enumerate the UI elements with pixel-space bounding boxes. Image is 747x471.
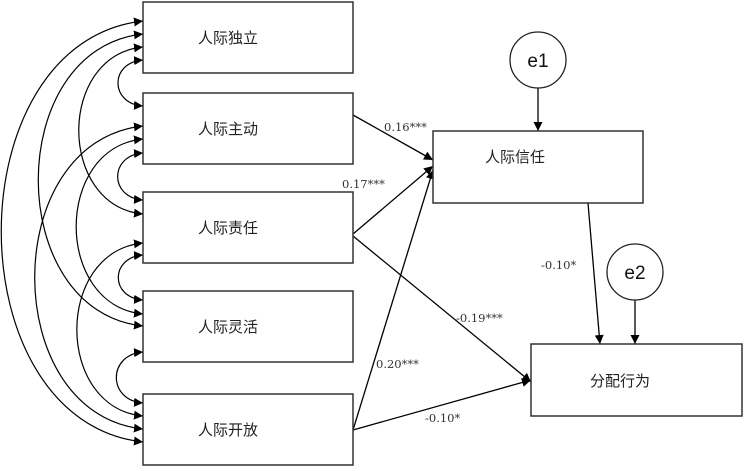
path-openness-trust	[352, 169, 435, 431]
node-label: 人际主动	[198, 120, 258, 138]
node-openness[interactable]: 人际开放	[142, 393, 354, 466]
error-e1[interactable]: e1	[509, 31, 567, 89]
covariance-initiative-flexibility	[75, 135, 144, 318]
node-allocation[interactable]: 分配行为	[530, 343, 743, 417]
coef-openness-trust: 0.20***	[376, 357, 419, 371]
coef-trust-allocation: -0.10*	[541, 258, 576, 272]
covariance-responsibility-openness	[76, 239, 144, 420]
path-openness-allocation	[352, 378, 532, 431]
node-initiative[interactable]: 人际主动	[142, 92, 354, 165]
error-e2[interactable]: e2	[606, 243, 664, 301]
covariance-independence-openness	[0, 17, 144, 446]
node-label: 人际开放	[198, 421, 258, 439]
covariance-flexibility-openness	[115, 348, 144, 407]
node-label: 人际信任	[485, 148, 545, 166]
node-flexibility[interactable]: 人际灵活	[142, 290, 354, 363]
node-responsibility[interactable]: 人际责任	[142, 191, 354, 264]
error-label: e1	[527, 51, 548, 72]
path-initiative-trust	[352, 114, 434, 161]
path-responsibility-trust	[352, 165, 434, 235]
regression-paths	[352, 88, 640, 431]
covariance-independence-responsibility	[78, 43, 144, 218]
covariance-independence-initiative	[117, 56, 144, 110]
node-label: 人际灵活	[198, 318, 258, 336]
node-trust[interactable]: 人际信任	[432, 130, 644, 204]
covariance-initiative-openness	[34, 122, 144, 433]
node-label: 人际独立	[198, 29, 258, 47]
covariance-arrows	[0, 17, 144, 446]
node-label: 人际责任	[198, 219, 258, 237]
node-independence[interactable]: 人际独立	[142, 1, 354, 74]
error-label: e2	[624, 263, 645, 284]
node-label: 分配行为	[590, 372, 650, 390]
path-responsibility-allocation	[352, 235, 532, 383]
path-trust-allocation	[587, 202, 604, 345]
coef-responsibility-trust: 0.17***	[342, 177, 385, 191]
coef-initiative-trust: 0.16***	[384, 120, 427, 134]
covariance-initiative-responsibility	[117, 149, 144, 204]
coef-openness-allocation: -0.10*	[425, 411, 460, 425]
covariance-responsibility-flexibility	[117, 251, 144, 304]
coef-responsibility-allocation: -0.19***	[456, 311, 503, 325]
covariance-independence-flexibility	[37, 30, 144, 330]
